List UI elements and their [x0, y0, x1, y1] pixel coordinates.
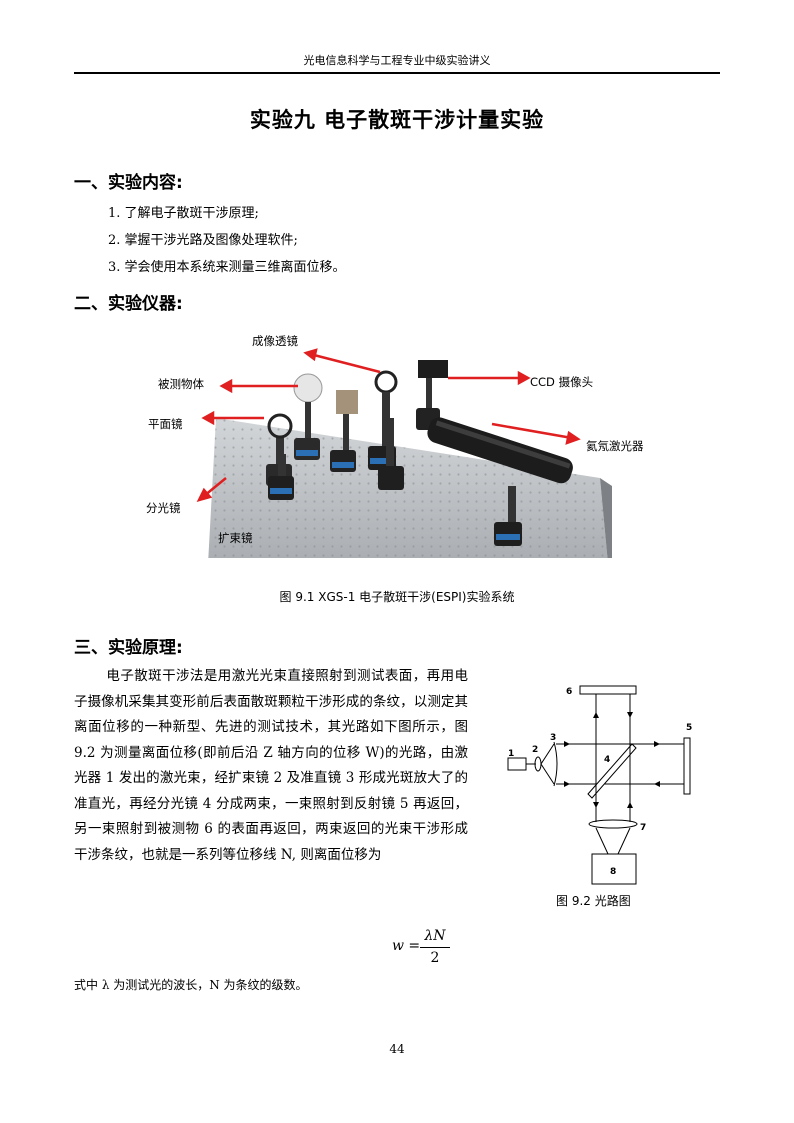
section-heading-apparatus: 二、实验仪器:: [74, 294, 183, 314]
list-item: 3. 学会使用本系统来测量三维离面位移。: [108, 260, 346, 275]
running-header: 光电信息科学与工程专业中级实验讲义: [303, 54, 491, 67]
page-title: 实验九 电子散斑干涉计量实验: [249, 108, 545, 132]
list-item: 2. 掌握干涉光路及图像处理软件;: [108, 233, 298, 248]
apparatus-photo: [196, 348, 612, 558]
section-heading-content: 一、实验内容:: [74, 173, 183, 193]
label-beam-splitter: 分光镜: [146, 501, 181, 515]
header-rule: [74, 72, 720, 74]
diagram-label: 8: [610, 867, 616, 877]
label-ccd: CCD 摄像头: [530, 375, 594, 389]
diagram-label: 7: [640, 823, 646, 833]
label-object: 被测物体: [158, 377, 204, 391]
formula-denominator: 2: [430, 950, 440, 966]
formula-note: 式中 λ 为测试光的波长，N 为条纹的级数。: [74, 978, 308, 992]
label-beam-expander: 扩束镜: [218, 531, 253, 545]
label-imaging-lens: 成像透镜: [252, 334, 298, 348]
principle-paragraph: 电子散斑干涉法是用激光光束直接照射到测试表面，再用电子摄像机采集其变形前后表面散…: [74, 668, 468, 863]
list-item: 1. 了解电子散斑干涉原理;: [108, 206, 259, 221]
page-number: 44: [389, 1042, 405, 1056]
diagram-label: 1: [508, 749, 514, 759]
formula-lhs: w =: [392, 938, 421, 954]
formula-numerator: λN: [424, 928, 446, 944]
diagram-label: 4: [604, 755, 610, 765]
label-laser: 氦氖激光器: [586, 439, 644, 453]
diagram-label: 6: [566, 687, 572, 697]
optical-path-diagram: 1 2 3 4 5 6 7 8: [507, 685, 692, 885]
fraction-bar: [420, 947, 450, 948]
section-heading-principle: 三、实验原理:: [74, 638, 183, 658]
label-plane-mirror: 平面镜: [148, 417, 183, 431]
diagram-label: 3: [550, 733, 556, 743]
figure-caption-9-1: 图 9.1 XGS-1 电子散斑干涉(ESPI)实验系统: [279, 590, 515, 604]
diagram-label: 2: [532, 745, 538, 755]
diagram-label: 5: [686, 723, 692, 733]
figure-caption-9-2: 图 9.2 光路图: [556, 894, 631, 908]
